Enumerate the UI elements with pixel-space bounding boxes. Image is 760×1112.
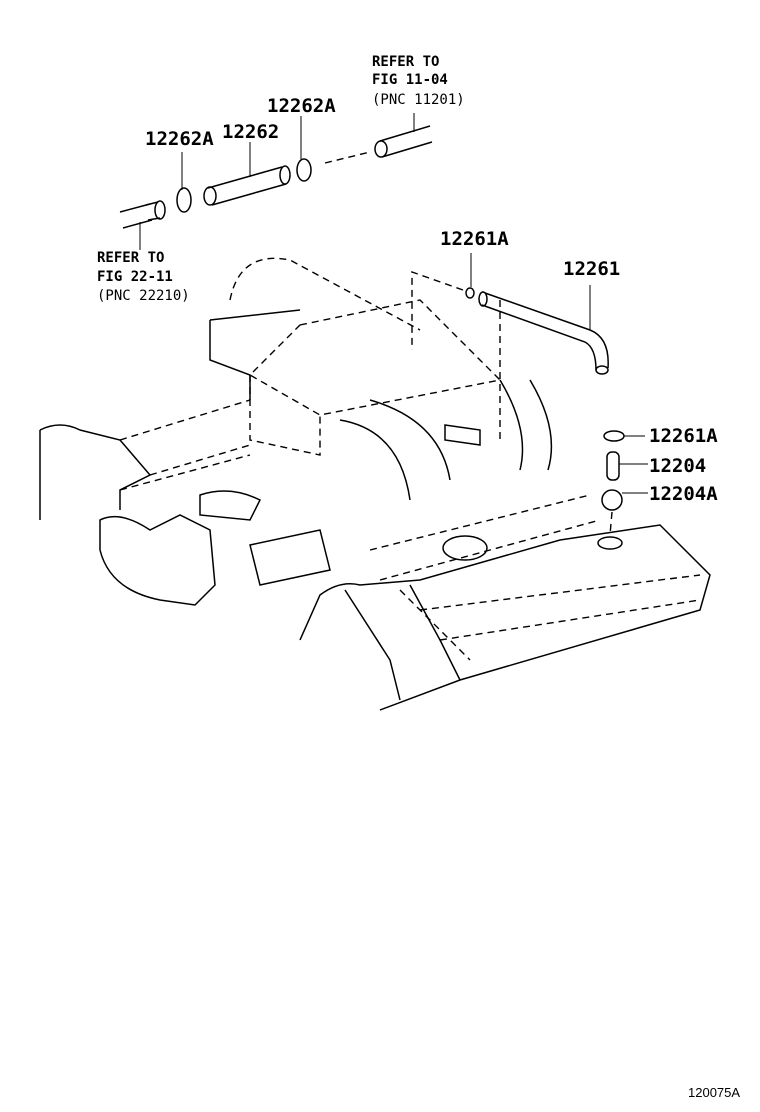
hose-clamp-right: [296, 116, 371, 182]
ref-label-1-line2: FIG 11-04: [372, 72, 448, 88]
pcv-valve-parts: [597, 430, 648, 550]
hose-12262: [203, 142, 291, 206]
part-label-12261: 12261: [563, 258, 620, 280]
ref-label-2-line2: FIG 22-11: [97, 269, 173, 285]
part-label-12262A-right: 12262A: [267, 95, 336, 117]
ref-label-1-line3: (PNC 11201): [372, 92, 465, 108]
hose-clamp-left: [176, 152, 192, 213]
hose-12261: [411, 253, 609, 440]
part-label-12262A-left: 12262A: [145, 128, 214, 150]
ref-label-2-line1: REFER TO: [97, 250, 164, 266]
part-label-12204A: 12204A: [649, 483, 718, 505]
pipe-left: [119, 200, 166, 250]
ref-label-1-line1: REFER TO: [372, 54, 439, 70]
pipe-right: [374, 113, 433, 158]
engine-outline: [39, 257, 711, 711]
ref-label-2-line3: (PNC 22210): [97, 288, 190, 304]
part-label-12204: 12204: [649, 455, 706, 477]
part-label-12261A-right: 12261A: [649, 425, 718, 447]
part-label-12262: 12262: [222, 121, 279, 143]
part-label-12261A-top: 12261A: [440, 228, 509, 250]
figure-code: 120075A: [688, 1085, 740, 1100]
